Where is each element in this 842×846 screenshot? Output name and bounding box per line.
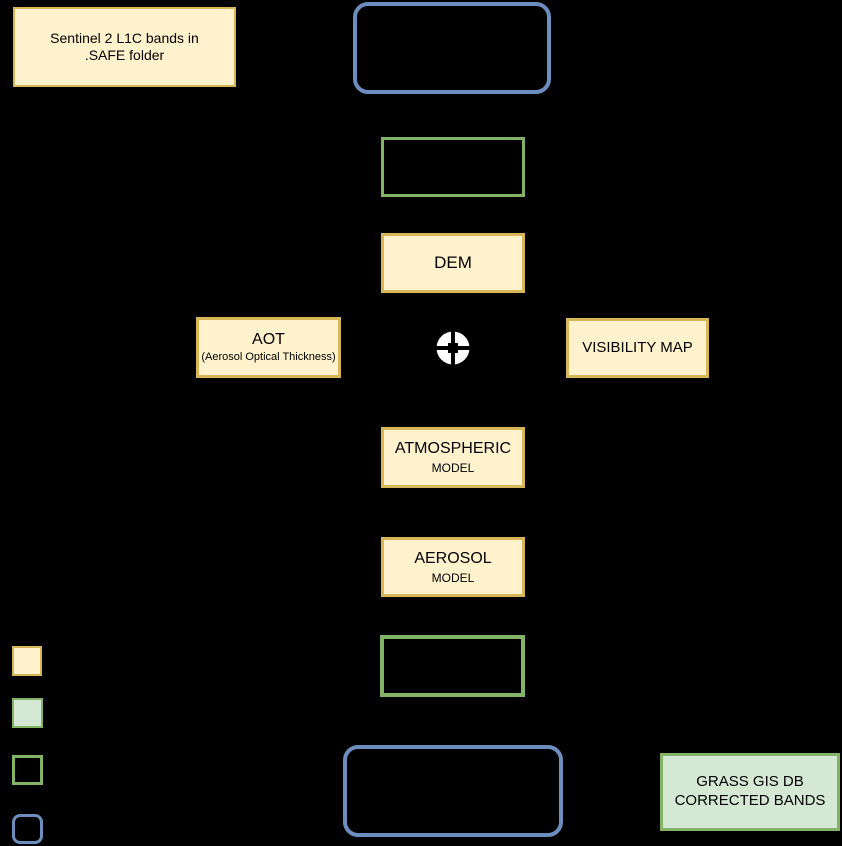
node-sentinel-l1c-bands: Sentinel 2 L1C bands in .SAFE folder xyxy=(13,7,236,87)
node-subtitle: (Aerosol Optical Thickness) xyxy=(201,351,336,364)
node-label-line: Sentinel 2 L1C bands in xyxy=(50,29,199,46)
node-label: DEM xyxy=(434,253,472,273)
legend-swatch-green-outline xyxy=(12,755,43,785)
node-label-line: GRASS GIS DB xyxy=(696,773,804,791)
node-rounded-process-top xyxy=(353,2,551,94)
node-visibility-map: VISIBILITY MAP xyxy=(566,318,709,378)
node-dem: DEM xyxy=(381,233,525,293)
node-green-step-1 xyxy=(381,137,525,197)
node-atmospheric-model: ATMOSPHERIC MODEL xyxy=(381,427,525,488)
node-subtitle: MODEL xyxy=(431,570,475,585)
node-title: AOT xyxy=(252,331,285,349)
node-green-step-2 xyxy=(380,635,525,697)
node-grass-gis-db: GRASS GIS DB CORRECTED BANDS xyxy=(660,753,840,831)
node-subtitle: MODEL xyxy=(431,461,475,475)
node-aerosol-model: AEROSOL MODEL xyxy=(381,537,525,597)
node-label: VISIBILITY MAP xyxy=(582,338,693,356)
node-title: AEROSOL xyxy=(414,549,492,567)
legend-swatch-yellow-filled xyxy=(12,646,42,676)
node-title: ATMOSPHERIC xyxy=(394,440,512,457)
crosshair-target-cursor-icon xyxy=(434,329,472,367)
legend-swatch-green-filled xyxy=(12,698,43,728)
node-label-line: CORRECTED BANDS xyxy=(674,792,826,809)
node-rounded-process-bottom xyxy=(343,745,563,837)
node-aot: AOT (Aerosol Optical Thickness) xyxy=(196,317,341,378)
node-label-line: .SAFE folder xyxy=(84,47,165,63)
legend-swatch-blue-outline-rounded xyxy=(12,814,43,844)
